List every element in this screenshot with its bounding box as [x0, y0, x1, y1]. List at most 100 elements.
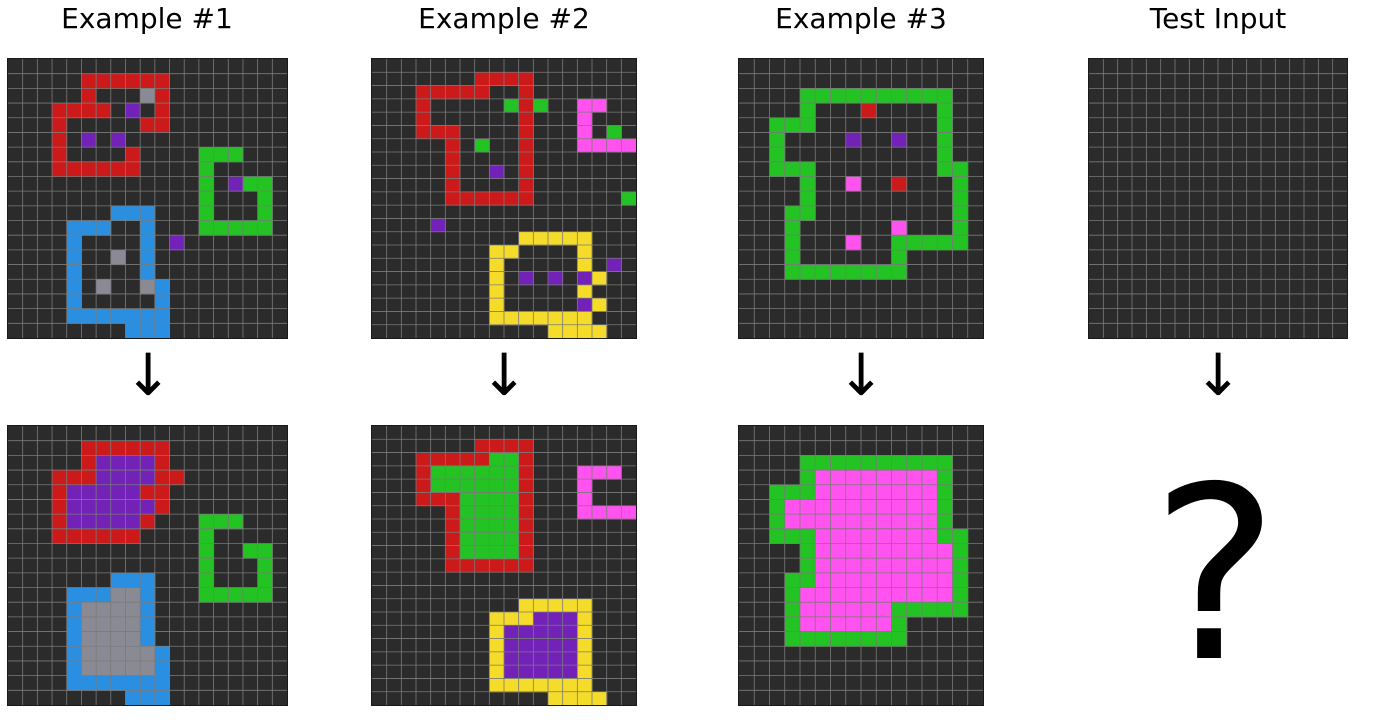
grid-cell: [81, 484, 97, 500]
grid-cell: [937, 572, 953, 589]
grid-cell: [213, 220, 229, 236]
grid-cell: [845, 484, 862, 500]
grid-cell: [592, 138, 608, 153]
grid-cell: [518, 125, 534, 140]
grid-cell: [140, 440, 156, 456]
grid-cell: [937, 117, 953, 133]
grid-cell: [876, 558, 892, 574]
grid-cell: [474, 439, 490, 454]
grid-cell: [518, 519, 534, 533]
grid-cell: [213, 147, 229, 163]
grid-cell: [845, 235, 862, 251]
grid-cell: [518, 505, 534, 520]
grid-cell: [800, 470, 816, 486]
grid-cell: [518, 452, 534, 467]
grid-example-1-input: [7, 58, 288, 339]
grid-cell: [906, 484, 923, 500]
grid-cell: [66, 308, 82, 324]
grid-cell: [125, 323, 141, 338]
grid-cell: [845, 602, 862, 618]
grid-cell: [562, 678, 578, 693]
grid-cell: [445, 465, 461, 480]
grid-cell: [577, 125, 593, 140]
grid-cell: [96, 660, 112, 677]
grid-cell: [445, 152, 461, 166]
grid-cell: [110, 660, 126, 677]
grid-cell: [922, 235, 938, 251]
grid-example-2-input: [371, 58, 637, 339]
grid-cell: [154, 499, 171, 515]
grid-cell: [876, 602, 892, 618]
grid-cell: [125, 308, 141, 324]
grid-cell: [430, 125, 446, 140]
grid-cell: [577, 625, 593, 640]
grid-cell: [66, 220, 82, 236]
grid-cell: [504, 678, 520, 693]
grid-cell: [876, 470, 892, 486]
grid-cell: [906, 572, 923, 589]
grid-cell: [474, 558, 490, 573]
grid-cell: [621, 505, 636, 520]
grid-cell: [861, 103, 877, 119]
grid-cell: [845, 631, 862, 647]
grid-cell: [125, 631, 141, 647]
grid-cell: [861, 631, 877, 647]
grid-cell: [906, 558, 923, 574]
grid-cell: [937, 88, 953, 104]
title-test-input: Test Input: [1149, 2, 1287, 35]
grid-cell: [81, 675, 97, 691]
grid-cell: [784, 235, 801, 251]
grid-cell: [110, 161, 126, 177]
grid-cell: [518, 678, 534, 693]
grid-canvas: [8, 59, 287, 338]
grid-cell: [96, 103, 112, 119]
grid-cell: [81, 616, 97, 633]
grid-cell: [66, 103, 82, 119]
grid-cell: [606, 505, 622, 520]
grid-cell: [489, 678, 505, 693]
grid-cell: [784, 616, 801, 633]
grid-cell: [800, 602, 816, 618]
grid-cell: [518, 625, 534, 640]
grid-cell: [154, 455, 171, 471]
arrow-down-icon: ↓: [836, 341, 886, 409]
grid-cell: [606, 125, 622, 140]
grid-cell: [769, 528, 786, 544]
grid-cell: [891, 543, 908, 559]
grid-cell: [876, 514, 892, 530]
grid-cell: [845, 132, 862, 148]
grid-cell: [784, 572, 801, 589]
grid-cell: [504, 492, 520, 507]
grid-cell: [876, 88, 892, 104]
grid-test-input: [1088, 58, 1348, 339]
grid-cell: [577, 311, 593, 326]
grid-cell: [861, 616, 877, 633]
grid-cell: [784, 602, 801, 618]
grid-cell: [125, 455, 141, 471]
grid-cell: [952, 235, 969, 251]
grid-cell: [110, 484, 126, 500]
grid-cell: [769, 117, 786, 133]
grid-cell: [937, 455, 953, 471]
grid-cell: [592, 98, 608, 113]
grid-cell: [198, 220, 215, 236]
grid-cell: [548, 612, 564, 626]
grid-cell: [474, 72, 490, 87]
grid-cell: [891, 88, 908, 104]
grid-cell: [876, 528, 892, 544]
grid-cell: [562, 311, 578, 326]
grid-cell: [606, 465, 622, 480]
grid-cell: [445, 125, 461, 140]
grid-cell: [577, 691, 593, 705]
grid-cell: [242, 543, 259, 559]
grid-cell: [784, 161, 801, 177]
grid-cell: [518, 532, 534, 547]
grid-cell: [937, 587, 953, 603]
grid-cell: [66, 646, 82, 662]
grid-cell: [154, 308, 171, 324]
grid-cell: [577, 271, 593, 286]
grid-cell: [81, 602, 97, 618]
grid-cell: [800, 191, 816, 207]
grid-cell: [815, 264, 831, 280]
grid-cell: [66, 528, 82, 544]
